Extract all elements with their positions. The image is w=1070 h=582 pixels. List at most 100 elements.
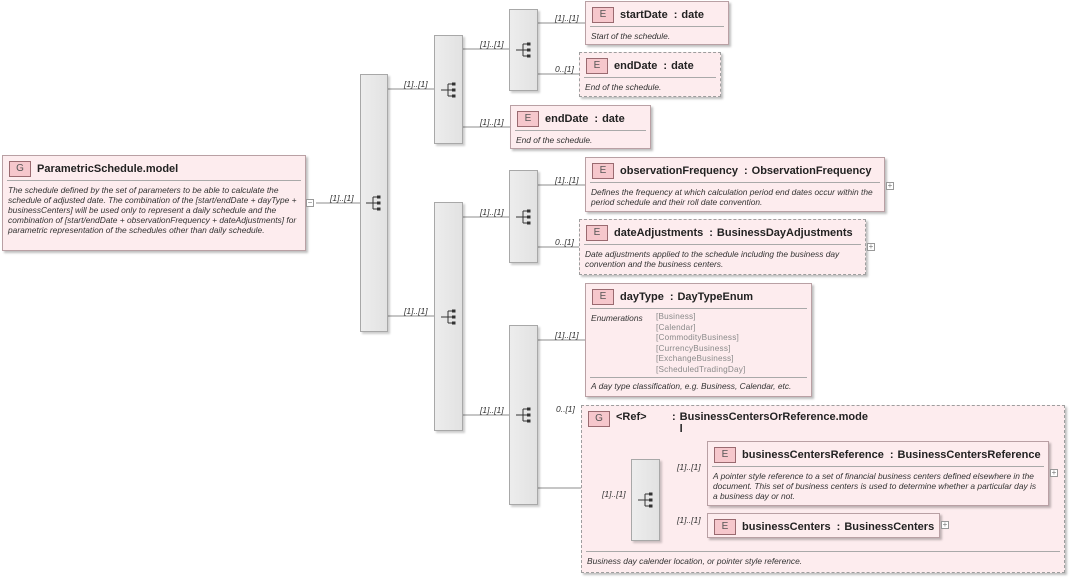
divider bbox=[590, 377, 807, 378]
element-name: businessCentersReference bbox=[742, 449, 884, 461]
group-documentation: The schedule defined by the set of param… bbox=[8, 185, 297, 235]
element-type: DayTypeEnum bbox=[677, 291, 754, 303]
element-name: observationFrequency bbox=[620, 165, 738, 177]
collapse-toggle-icon[interactable]: − bbox=[306, 198, 314, 207]
enum-value: [Business] bbox=[656, 312, 696, 321]
type-separator: : bbox=[743, 165, 748, 177]
element-badge-icon: E bbox=[586, 225, 608, 241]
element-name: endDate bbox=[545, 113, 589, 125]
expand-toggle-icon[interactable]: + bbox=[1050, 468, 1058, 477]
cardinality-label: 0..[1] bbox=[556, 404, 575, 414]
element-day-type[interactable]: E dayType : DayTypeEnum Enumerations [Bu… bbox=[585, 283, 812, 397]
sequence-icon bbox=[440, 82, 455, 97]
sequence-icon bbox=[637, 492, 652, 508]
cardinality-label: [1]..[1] bbox=[677, 462, 701, 472]
type-separator: : bbox=[669, 291, 674, 303]
sequence-icon bbox=[515, 42, 530, 58]
element-end-date-optional[interactable]: E endDate : date End of the schedule. bbox=[579, 52, 721, 97]
enumerations-label: Enumerations bbox=[591, 313, 643, 323]
element-documentation: Defines the frequency at which calculati… bbox=[591, 187, 873, 207]
element-type: date bbox=[602, 113, 625, 125]
cardinality-label: [1]..[1] bbox=[480, 117, 504, 127]
element-type: BusinessDayAdjustments bbox=[716, 227, 853, 239]
sequence-compositor[interactable] bbox=[509, 325, 538, 505]
enum-value: [Calendar] bbox=[656, 322, 696, 332]
group-badge-icon: G bbox=[9, 161, 31, 177]
group-type: BusinessCentersOrReference.mode l bbox=[680, 411, 868, 435]
type-separator: : bbox=[594, 113, 599, 125]
cardinality-label: 0..[1] bbox=[555, 237, 574, 247]
type-separator: : bbox=[889, 449, 894, 461]
sequence-compositor[interactable] bbox=[434, 35, 463, 144]
element-name: dateAdjustments bbox=[614, 227, 704, 239]
element-badge-icon: E bbox=[592, 289, 614, 305]
cardinality-label: 0..[1] bbox=[555, 64, 574, 74]
group-ref-name: <Ref> bbox=[616, 411, 647, 423]
cardinality-label: [1]..[1] bbox=[677, 515, 701, 525]
divider bbox=[584, 77, 716, 78]
cardinality-label: [1]..[1] bbox=[404, 306, 428, 316]
element-badge-icon: E bbox=[592, 7, 614, 23]
type-separator: : bbox=[663, 60, 668, 72]
sequence-compositor[interactable] bbox=[509, 9, 538, 91]
cardinality-label: [1]..[1] bbox=[555, 330, 579, 340]
enumeration-values: [Business] [Calendar] [CommodityBusiness… bbox=[656, 312, 745, 376]
divider bbox=[7, 180, 301, 181]
type-separator: : bbox=[673, 9, 678, 21]
element-date-adjustments[interactable]: E dateAdjustments : BusinessDayAdjustmen… bbox=[579, 219, 866, 275]
element-documentation: Start of the schedule. bbox=[591, 31, 671, 41]
element-badge-icon: E bbox=[714, 447, 736, 463]
cardinality-label: [1]..[1] bbox=[602, 489, 626, 499]
expand-toggle-icon[interactable]: + bbox=[867, 242, 875, 251]
element-type: ObservationFrequency bbox=[751, 165, 872, 177]
divider bbox=[590, 26, 724, 27]
cardinality-label: [1]..[1] bbox=[330, 193, 354, 203]
element-start-date[interactable]: E startDate : date Start of the schedule… bbox=[585, 1, 729, 45]
cardinality-label: [1]..[1] bbox=[404, 79, 428, 89]
element-type: BusinessCenters bbox=[844, 521, 935, 533]
element-badge-icon: E bbox=[586, 58, 608, 74]
element-end-date[interactable]: E endDate : date End of the schedule. bbox=[510, 105, 651, 149]
element-observation-frequency[interactable]: E observationFrequency : ObservationFreq… bbox=[585, 157, 885, 212]
element-documentation: Date adjustments applied to the schedule… bbox=[585, 249, 840, 269]
divider bbox=[584, 244, 861, 245]
sequence-compositor[interactable] bbox=[631, 459, 660, 541]
sequence-icon bbox=[440, 309, 455, 324]
type-separator: : bbox=[836, 521, 841, 533]
element-badge-icon: E bbox=[592, 163, 614, 179]
expand-toggle-icon[interactable]: + bbox=[886, 181, 894, 190]
divider bbox=[590, 308, 807, 309]
sequence-icon bbox=[366, 195, 381, 211]
expand-toggle-icon[interactable]: + bbox=[941, 520, 949, 529]
cardinality-label: [1]..[1] bbox=[480, 405, 504, 415]
group-type-wrap: l bbox=[679, 423, 683, 435]
sequence-compositor[interactable] bbox=[360, 74, 388, 332]
element-documentation: End of the schedule. bbox=[516, 135, 593, 145]
element-badge-icon: E bbox=[517, 111, 539, 127]
enum-value: [ExchangeBusiness] bbox=[656, 354, 734, 364]
sequence-icon bbox=[515, 209, 530, 224]
element-type: date bbox=[681, 9, 704, 21]
cardinality-label: [1]..[1] bbox=[480, 39, 504, 49]
sequence-compositor[interactable] bbox=[509, 170, 538, 263]
sequence-compositor[interactable] bbox=[434, 202, 463, 431]
divider bbox=[586, 551, 1060, 552]
element-business-centers-reference[interactable]: E businessCentersReference : BusinessCen… bbox=[707, 441, 1049, 506]
group-title: ParametricSchedule.model bbox=[37, 163, 179, 175]
parametric-schedule-model-group[interactable]: G ParametricSchedule.model The schedule … bbox=[2, 155, 306, 251]
cardinality-label: [1]..[1] bbox=[555, 13, 579, 23]
divider bbox=[590, 182, 880, 183]
group-documentation: Business day calender location, or point… bbox=[587, 556, 803, 566]
enum-value: [CommodityBusiness] bbox=[656, 333, 739, 343]
element-badge-icon: E bbox=[714, 519, 736, 535]
group-badge-icon: G bbox=[588, 411, 610, 427]
element-business-centers[interactable]: E businessCenters : BusinessCenters bbox=[707, 513, 940, 538]
cardinality-label: [1]..[1] bbox=[480, 207, 504, 217]
type-separator: : bbox=[672, 411, 676, 423]
enum-value: [CurrencyBusiness] bbox=[656, 343, 731, 353]
element-name: businessCenters bbox=[742, 521, 831, 533]
element-name: endDate bbox=[614, 60, 658, 72]
enum-value: [ScheduledTradingDay] bbox=[656, 364, 746, 374]
cardinality-label: [1]..[1] bbox=[555, 175, 579, 185]
divider bbox=[712, 466, 1044, 467]
